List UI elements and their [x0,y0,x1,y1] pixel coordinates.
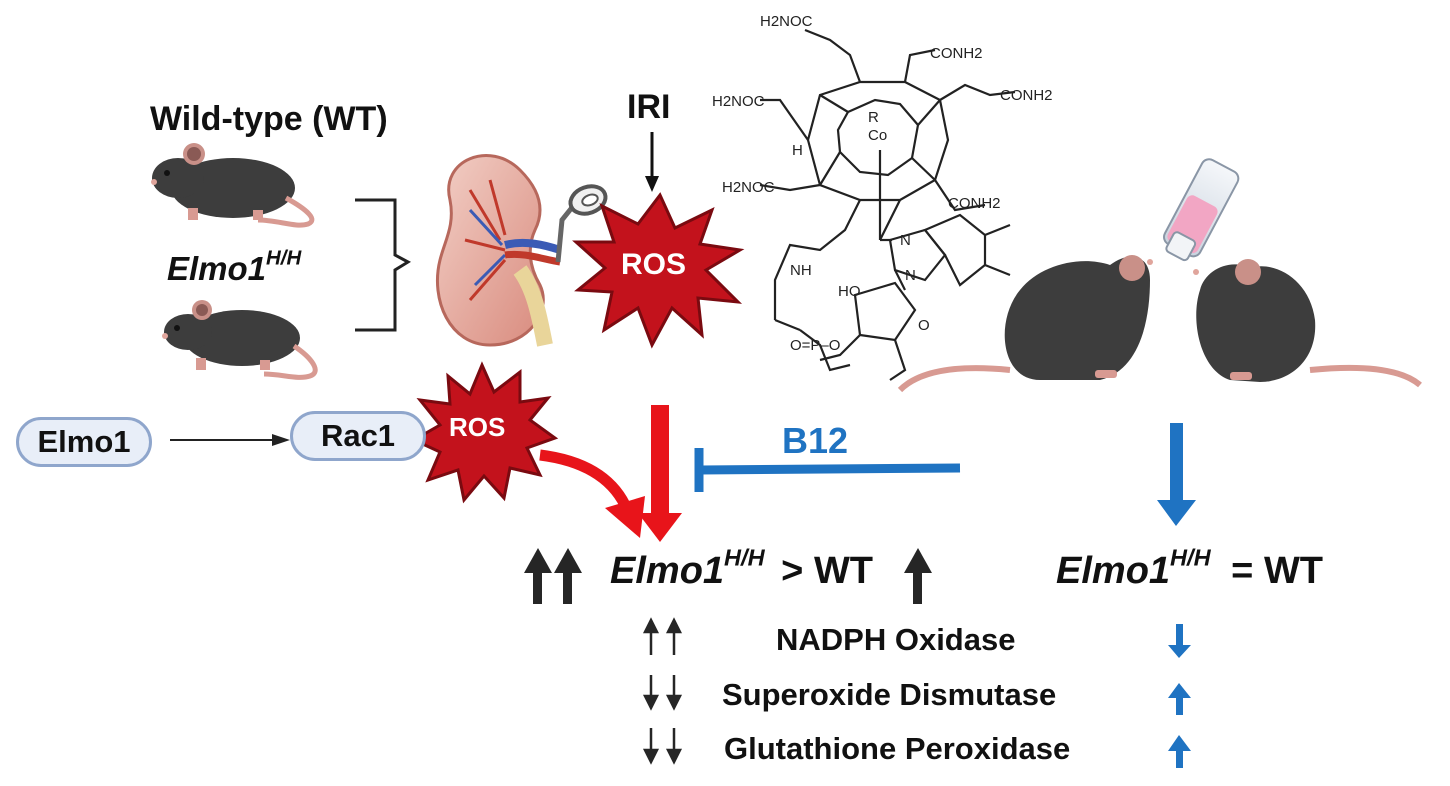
label-conh2-mid: CONH2 [948,195,1001,212]
wt-gt-label: WT [813,550,874,592]
elmo1-node: Elmo1 [16,417,152,467]
elmo1-hh-name: Elmo1 [167,250,267,287]
label-h2noc-mid: H2NOC [722,179,775,196]
label-conh2-top: CONH2 [930,45,983,62]
enzyme-superoxide-dismutase: Superoxide Dismutase [722,677,1057,712]
rac1-node: Rac1 [290,411,426,461]
sod-up-arrow-blue [1168,683,1191,715]
cobalamin-labels: H2NOC CONH2 CONH2 H2NOC H2NOC CONH2 R Co… [712,13,1053,354]
mouse-elmo1-hh-icon [162,300,318,380]
mouse-treated-right-icon [1193,259,1422,388]
ros-burst-kidney [572,192,745,349]
label-conh2-right: CONH2 [1000,87,1053,104]
label-r: R [868,109,879,126]
gpx-up-arrow-blue [1168,735,1191,768]
equal-symbol: = [1231,550,1254,592]
nadph-up-arrows [642,617,683,655]
elmo1-hh-label: Elmo1H/H [167,246,302,288]
enzyme-nadph-oxidase: NADPH Oxidase [776,622,1016,657]
ros-burst-rac1 [410,361,559,504]
b12-inhibition-line [699,463,961,475]
label-h2noc-left: H2NOC [712,93,765,110]
label-ho: HO [838,283,861,300]
group-bracket [355,198,412,332]
label-h2noc-top: H2NOC [760,13,813,30]
elmo1-name-gt: Elmo1 [610,550,725,592]
b12-vial-icon [1163,158,1240,262]
enzyme-glutathione-peroxidase: Glutathione Peroxidase [724,731,1071,766]
greater-symbol: > [781,550,804,592]
elmo1-equal-wt: Elmo1H/H = WT [1056,546,1324,593]
single-up-arrow-large [904,548,932,604]
mouse-treated-left-icon [897,255,1153,393]
ros-down-arrow [651,405,669,515]
kidney-icon [435,154,562,347]
ros-kidney-label: ROS [621,248,687,281]
elmo1-hh-superscript: H/H [266,246,302,270]
elmo1-name-eq: Elmo1 [1056,550,1171,592]
label-co: Co [868,127,887,144]
ros-curved-arrow [539,449,630,508]
mouse-wild-type-icon [151,143,315,228]
wt-eq-label: WT [1263,550,1324,592]
cobalamin-structure [759,28,1016,381]
sod-down-arrows [642,675,683,711]
double-up-arrow-large [524,548,582,604]
elmo1-greater-wt: Elmo1H/H > WT [610,546,874,593]
label-n-2: N [905,267,916,284]
iri-label: IRI [627,88,671,126]
label-phosphate: O=P–O [790,337,840,354]
label-o: O [918,317,930,334]
label-h: H [792,142,803,159]
elmo1-eq-superscript: H/H [1170,544,1211,571]
treatment-down-arrow [1170,423,1183,503]
vascular-clamp-icon [555,184,608,263]
label-nh: NH [790,262,812,279]
b12-label: B12 [782,420,849,461]
elmo1-gt-superscript: H/H [724,544,765,571]
gpx-down-arrows [642,728,683,765]
wild-type-label: Wild-type (WT) [150,100,388,138]
ros-rac1-label: ROS [449,412,506,442]
label-n-1: N [900,232,911,249]
nadph-down-arrow-blue [1168,624,1191,658]
